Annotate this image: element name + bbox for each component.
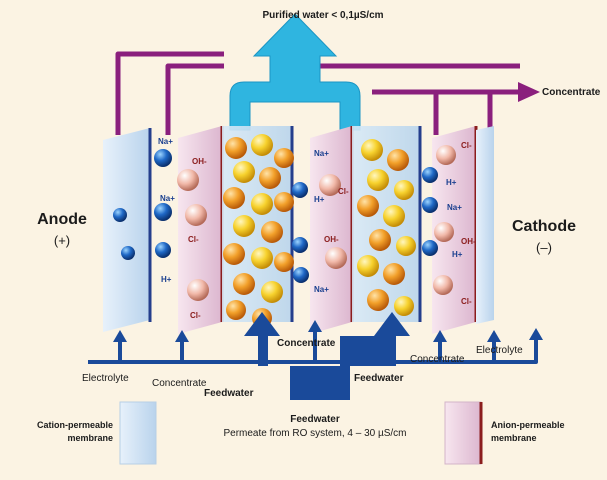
svg-text:Cl-: Cl-: [461, 141, 472, 150]
svg-text:Cl-: Cl-: [190, 311, 201, 320]
svg-text:OH-: OH-: [461, 237, 476, 246]
purified-water-label: Purified water < 0,1µS/cm: [262, 10, 383, 21]
anode-sign: (+): [54, 233, 70, 248]
legend-cation-line2: membrane: [67, 433, 113, 443]
svg-text:Na+: Na+: [158, 137, 173, 146]
svg-text:H+: H+: [161, 275, 172, 284]
cathode-title: Cathode: [512, 218, 576, 235]
cation-spheres: [113, 149, 438, 283]
concentrate-center-label: Concentrate: [277, 338, 336, 349]
feedwater-left-label: Feedwater: [204, 388, 254, 399]
legend-anion-swatch: [444, 401, 482, 465]
cathode-sign: (–): [536, 240, 552, 255]
legend-anion-line1: Anion-permeable: [491, 420, 565, 430]
cation-membrane: [103, 128, 150, 332]
legend: Cation-permeable membrane Anion-permeabl…: [37, 401, 565, 465]
feedwater-subtitle: Permeate from RO system, 4 – 30 µS/cm: [223, 428, 406, 439]
svg-text:Cl-: Cl-: [461, 297, 472, 306]
svg-text:Na+: Na+: [160, 194, 175, 203]
feedwater-arrow: [244, 312, 410, 400]
svg-text:Na+: Na+: [447, 203, 462, 212]
svg-text:Cl-: Cl-: [188, 235, 199, 244]
svg-text:Na+: Na+: [314, 285, 329, 294]
feed-manifold: [88, 330, 538, 364]
electrolyte-left-label: Electrolyte: [82, 373, 129, 384]
feedwater-right-label: Feedwater: [354, 373, 404, 384]
svg-text:H+: H+: [314, 195, 325, 204]
legend-cation-swatch: [119, 401, 157, 465]
svg-text:H+: H+: [446, 178, 457, 187]
svg-text:Na+: Na+: [314, 149, 329, 158]
feedwater-title: Feedwater: [290, 414, 340, 425]
legend-cation-line1: Cation-permeable: [37, 420, 113, 430]
svg-text:H+: H+: [452, 250, 463, 259]
anion-membrane: [310, 126, 352, 334]
electrolyte-right-label: Electrolyte: [476, 345, 523, 356]
concentrate-right-label: Concentrate: [410, 354, 465, 365]
concentrate-arrowhead: [518, 82, 540, 102]
purified-water-arrow: [229, 13, 361, 131]
cation-membrane: [476, 126, 494, 324]
legend-anion-line2: membrane: [491, 433, 537, 443]
svg-text:Cl-: Cl-: [338, 187, 349, 196]
concentrate-out-label: Concentrate: [542, 87, 601, 98]
anion-spheres: [177, 145, 456, 301]
svg-text:OH-: OH-: [324, 235, 339, 244]
ion-labels: Na+ Na+ H+ OH- Cl- Cl- Na+ H+ Cl- OH- Na…: [158, 137, 476, 320]
feed-arrowheads: [113, 320, 543, 342]
svg-text:OH-: OH-: [192, 157, 207, 166]
concentrate-left-label: Concentrate: [152, 378, 207, 389]
anode-title: Anode: [37, 211, 87, 228]
